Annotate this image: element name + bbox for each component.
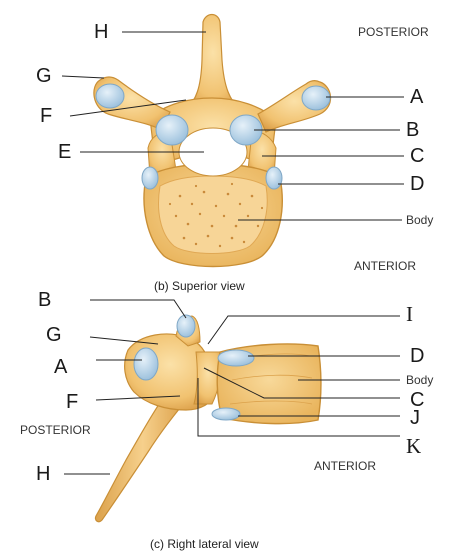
superior-label-body: Body — [406, 213, 434, 227]
orientation-anterior-lower: ANTERIOR — [314, 459, 377, 473]
superior-label-g: G — [36, 65, 52, 87]
superior-body-inner-rim — [158, 175, 268, 254]
lateral-label-k: K — [406, 434, 422, 458]
lateral-label-f: F — [66, 391, 79, 413]
lateral-label-j: J — [410, 407, 420, 429]
lateral-label-a: A — [54, 356, 68, 378]
superior-facet-b-left — [155, 114, 189, 146]
superior-label-h: H — [94, 21, 109, 43]
lateral-facet-b — [176, 314, 196, 338]
lateral-label-body: Body — [406, 373, 434, 387]
lateral-label-d: D — [410, 345, 425, 367]
lateral-label-b: B — [38, 289, 52, 311]
superior-label-e: E — [58, 141, 72, 163]
lateral-facet-a — [133, 347, 159, 381]
lateral-facet-j — [211, 407, 241, 421]
orientation-posterior-top: POSTERIOR — [358, 25, 429, 39]
lateral-label-h: H — [36, 463, 51, 485]
caption-superior-view: (b) Superior view — [154, 279, 245, 293]
orientation-posterior-lower: POSTERIOR — [20, 423, 91, 437]
lateral-leader-lines — [64, 299, 400, 475]
superior-facet-a — [301, 85, 331, 111]
superior-label-a: A — [410, 86, 424, 108]
superior-facet-d-left — [141, 166, 159, 190]
superior-label-c: C — [410, 145, 425, 167]
lateral-label-g: G — [46, 324, 62, 346]
superior-facet-d-right — [265, 166, 283, 190]
lateral-label-c: C — [410, 389, 425, 411]
lateral-facet-d — [217, 349, 255, 367]
superior-label-f: F — [40, 105, 53, 127]
superior-leader-lines — [61, 31, 404, 221]
lateral-label-i: I — [406, 302, 413, 326]
superior-label-b: B — [406, 119, 420, 141]
orientation-anterior-mid: ANTERIOR — [354, 259, 417, 273]
lateral-view — [64, 299, 400, 523]
superior-view — [61, 13, 404, 268]
superior-facet-g — [95, 83, 125, 109]
caption-lateral-view: (c) Right lateral view — [150, 537, 259, 551]
lateral-spinous-process — [94, 379, 191, 523]
superior-spinous-process — [184, 13, 242, 111]
superior-body-pores — [168, 182, 264, 248]
superior-label-d: D — [410, 173, 425, 195]
